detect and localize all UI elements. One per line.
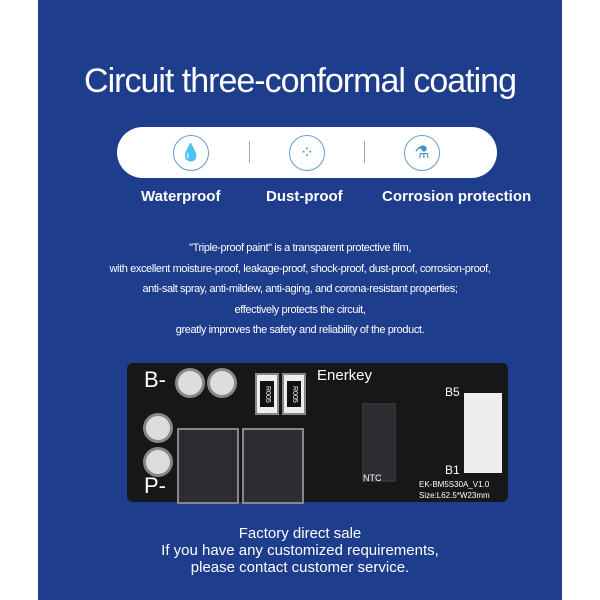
solder-pad	[143, 447, 173, 477]
description-line: effectively protects the circuit,	[234, 303, 366, 316]
footer-line: please contact customer service.	[190, 559, 410, 576]
brand-logo: Enerkey	[317, 367, 373, 384]
resistor: R005	[282, 373, 306, 415]
connector	[464, 393, 502, 473]
water-drop-icon: 💧	[173, 135, 209, 171]
dust-particles-icon: ⁘	[289, 135, 325, 171]
description-line: with excellent moisture-proof, leakage-p…	[109, 262, 491, 275]
solder-pad	[175, 368, 205, 398]
feature-label: Dust-proof	[266, 188, 343, 205]
description: "Triple-proof paint" is a transparent pr…	[0, 238, 600, 341]
ic-chip	[362, 403, 396, 482]
divider	[249, 141, 250, 163]
divider	[364, 141, 365, 163]
page-title: Circuit three-conformal coating	[84, 62, 517, 100]
b5-label: B5	[445, 385, 460, 399]
feature-label: Corrosion protection	[382, 188, 532, 205]
p-minus-label: P-	[144, 473, 166, 498]
feature-label: Waterproof	[141, 188, 221, 205]
description-line: "Triple-proof paint" is a transparent pr…	[189, 242, 411, 254]
resistor-marking: R005	[260, 381, 274, 407]
features-pill: 💧 ⁘ ⚗	[117, 127, 497, 178]
size-label: Size:L62.5*W23mm	[419, 491, 490, 500]
mosfet	[177, 428, 239, 504]
footer-line: Factory direct sale	[238, 525, 362, 542]
mosfet	[242, 428, 304, 504]
pcb-board-image: B- P- R005 R005 Enerkey B5 B1 NTC EK-BM5…	[127, 363, 508, 504]
resistor: R005	[255, 373, 279, 415]
footer-line: If you have any customized requirements,	[161, 542, 439, 559]
resistor-marking: R005	[287, 381, 301, 407]
b1-label: B1	[445, 463, 460, 477]
b-minus-label: B-	[144, 367, 166, 392]
solder-pad	[207, 368, 237, 398]
model-label: EK-BM5S30A_V1.0	[419, 480, 490, 489]
test-tube-icon: ⚗	[404, 135, 440, 171]
description-line: greatly improves the safety and reliabil…	[175, 324, 425, 336]
ntc-label: NTC	[363, 473, 382, 483]
solder-pad	[143, 413, 173, 443]
description-line: anti-salt spray, anti-mildew, anti-aging…	[142, 283, 458, 295]
